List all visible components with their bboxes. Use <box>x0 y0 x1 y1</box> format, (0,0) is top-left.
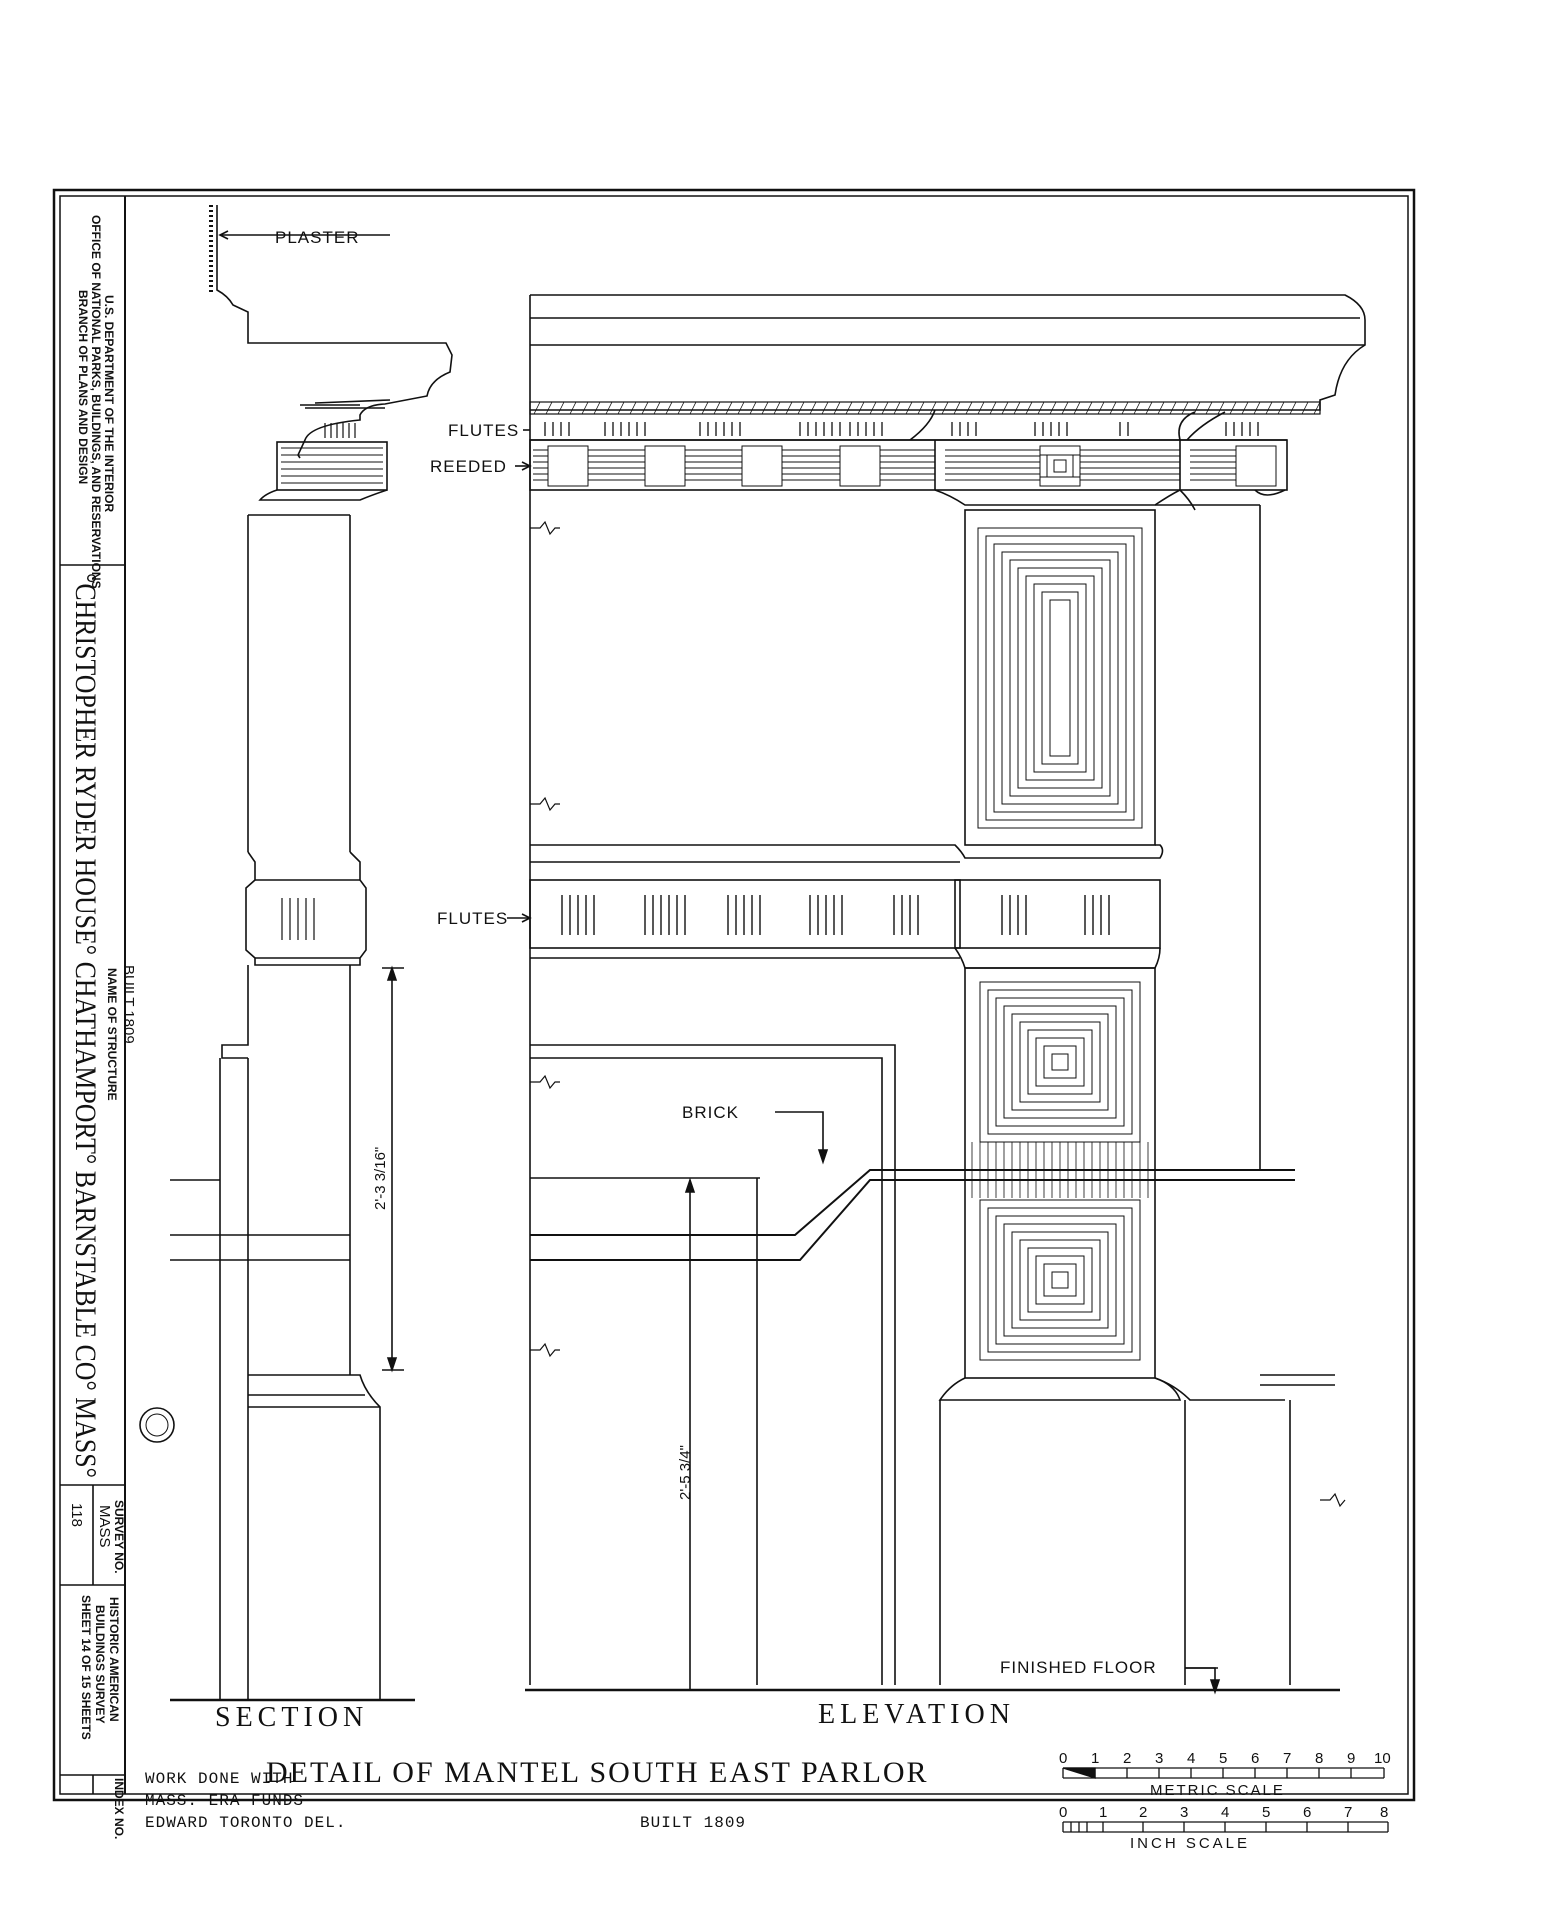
survey-number: 118 <box>68 1503 85 1527</box>
built-year-label: BUILT 1809 <box>120 965 137 1044</box>
svg-text:9: 9 <box>1347 1750 1355 1767</box>
svg-text:3: 3 <box>1180 1804 1188 1821</box>
svg-text:0: 0 <box>1059 1750 1067 1767</box>
habs-line-1: HISTORIC AMERICAN <box>107 1597 121 1722</box>
reeded-band <box>533 445 1277 487</box>
svg-text:2: 2 <box>1123 1750 1131 1767</box>
reeded-label: REEDED <box>430 457 507 476</box>
pilaster-square-panel-lower <box>979 1199 1141 1361</box>
inch-scale-ticks: 0 1 2 3 4 5 6 7 8 <box>1059 1804 1388 1821</box>
flutes-row-upper <box>544 422 1259 436</box>
section-view-label: SECTION <box>215 1702 368 1733</box>
sheet-info: SHEET 14 OF 15 SHEETS <box>79 1595 93 1740</box>
svg-text:6: 6 <box>1303 1804 1311 1821</box>
elevation-view-drawing <box>218 230 1366 1695</box>
brick-label: BRICK <box>682 1103 739 1122</box>
credit-line-1: WORK DONE WITH <box>145 1770 293 1788</box>
metric-scale-label: METRIC SCALE <box>1150 1782 1285 1799</box>
survey-no-label: SURVEY NO. <box>112 1500 126 1574</box>
svg-text:6: 6 <box>1251 1750 1259 1767</box>
elevation-dimension: 2'-5 3/4" <box>677 1445 694 1500</box>
svg-text:3: 3 <box>1155 1750 1163 1767</box>
svg-text:7: 7 <box>1283 1750 1291 1767</box>
svg-text:8: 8 <box>1315 1750 1323 1767</box>
habs-line-2: BUILDINGS SURVEY <box>93 1605 107 1723</box>
habs-seal <box>139 1407 175 1443</box>
finished-floor-label: FINISHED FLOOR <box>1000 1658 1157 1677</box>
sheet-border-inner <box>59 195 1409 1795</box>
survey-state: MASS <box>96 1505 113 1548</box>
plaster-label: PLASTER <box>275 228 359 247</box>
index-no-label: INDEX NO. <box>112 1778 126 1839</box>
credit-delineator: EDWARD TORONTO DEL. <box>145 1814 346 1832</box>
structure-name: °CHRISTOPHER RYDER HOUSE° CHATHAMPORT° B… <box>69 573 102 1478</box>
title-block-text: U.S. DEPARTMENT OF THE INTERIOR OFFICE O… <box>68 215 137 1839</box>
pilaster-upper-panel <box>977 527 1143 829</box>
flutes-top-label: FLUTES <box>448 421 519 440</box>
svg-text:4: 4 <box>1221 1804 1229 1821</box>
credit-line-2: MASS. ERA FUNDS <box>145 1792 304 1810</box>
name-of-structure-label: NAME OF STRUCTURE <box>105 968 119 1101</box>
agency-line-2: OFFICE OF NATIONAL PARKS, BUILDINGS, AND… <box>89 215 103 589</box>
agency-line-3: BRANCH OF PLANS AND DESIGN <box>76 290 90 484</box>
svg-text:1: 1 <box>1099 1804 1107 1821</box>
flutes-row-middle <box>561 895 1110 935</box>
flutes-middle-label: FLUTES <box>437 909 508 928</box>
drawing-title: DETAIL OF MANTEL SOUTH EAST PARLOR <box>266 1756 929 1789</box>
pilaster-square-panel-upper <box>979 981 1141 1143</box>
metric-scale-ticks: 0 1 2 3 4 5 6 7 8 9 10 <box>1059 1750 1391 1767</box>
inch-scale-label: INCH SCALE <box>1130 1835 1250 1852</box>
section-view-drawing <box>170 205 453 1702</box>
svg-text:5: 5 <box>1219 1750 1227 1767</box>
metric-scale-bar <box>1062 1767 1385 1779</box>
sheet-border-outer <box>52 188 1416 1802</box>
section-dimension: 2'-3 3/16" <box>372 1147 389 1210</box>
svg-text:7: 7 <box>1344 1804 1352 1821</box>
cornice-hatch <box>533 401 1321 415</box>
credit-built-year: BUILT 1809 <box>640 1814 746 1832</box>
svg-text:5: 5 <box>1262 1804 1270 1821</box>
title-block-strip <box>60 196 126 1794</box>
svg-text:10: 10 <box>1374 1750 1391 1767</box>
agency-line-1: U.S. DEPARTMENT OF THE INTERIOR <box>102 295 116 512</box>
svg-text:4: 4 <box>1187 1750 1195 1767</box>
svg-text:2: 2 <box>1139 1804 1147 1821</box>
inch-scale-bar <box>1062 1821 1389 1833</box>
svg-text:0: 0 <box>1059 1804 1067 1821</box>
elevation-view-label: ELEVATION <box>818 1699 1015 1730</box>
svg-text:8: 8 <box>1380 1804 1388 1821</box>
svg-text:1: 1 <box>1091 1750 1099 1767</box>
